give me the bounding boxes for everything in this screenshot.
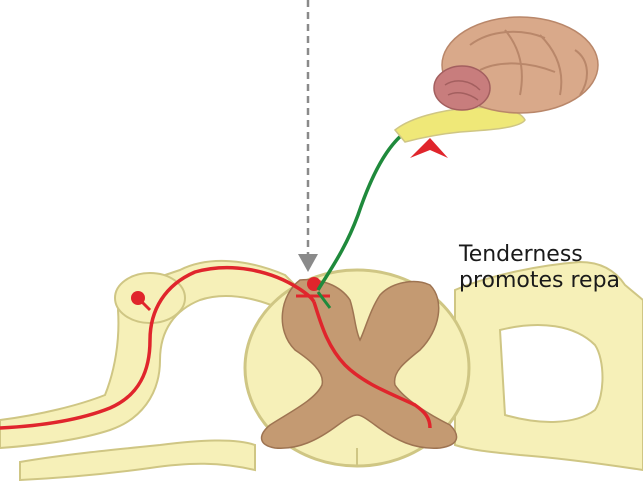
brain-icon	[434, 17, 598, 113]
grey-arrowhead-icon	[298, 254, 318, 272]
dorsal-root-ganglion	[115, 273, 185, 323]
promotes-repair-label: promotes repa	[459, 268, 620, 294]
spinal-cord	[245, 270, 469, 466]
descending-arrow	[298, 0, 318, 272]
tenderness-label: Tenderness	[459, 242, 583, 268]
red-arrowhead-icon	[410, 138, 448, 158]
